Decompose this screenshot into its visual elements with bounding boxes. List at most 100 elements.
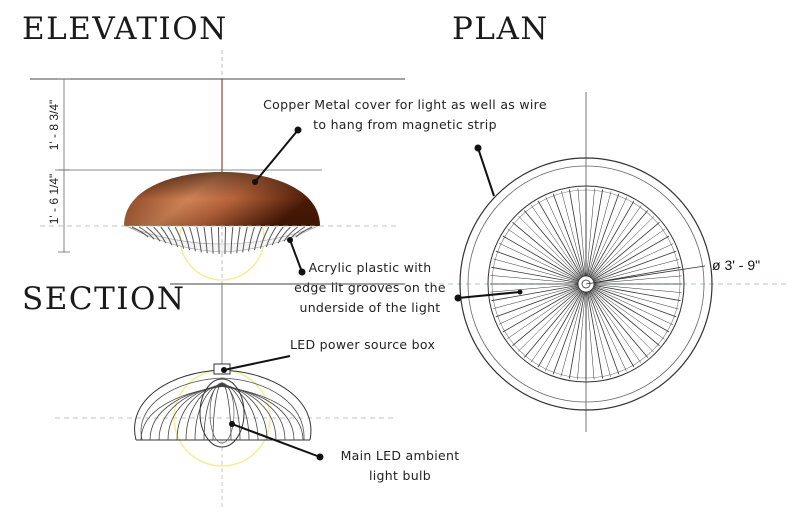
plan-spoke — [585, 283, 677, 318]
section-rib — [158, 385, 286, 441]
plan-spoke — [518, 215, 587, 285]
plan-spoke — [585, 188, 595, 285]
groove-line — [146, 226, 161, 242]
acrylic-callout-line-1: Acrylic plastic with — [308, 260, 432, 275]
groove-line — [236, 226, 241, 254]
plan-spoke — [585, 283, 611, 377]
plan-spoke — [561, 191, 587, 285]
plan-spoke — [585, 283, 642, 363]
led-bulb-leader-dot — [316, 453, 324, 461]
plan-spoke — [537, 200, 587, 285]
plan-acrylic-leader-dot — [454, 294, 462, 302]
plan-spoke — [585, 283, 635, 368]
section-rib — [140, 386, 304, 441]
acrylic-leader-end — [287, 237, 293, 243]
plan-spoke — [512, 221, 587, 285]
plan-spoke — [585, 189, 604, 285]
acrylic-callout-line-3: underside of the light — [299, 300, 441, 315]
led-bulb-leader — [231, 423, 321, 458]
plan-spoke — [568, 283, 587, 379]
plan-spoke — [585, 283, 660, 347]
groove-line — [242, 226, 248, 253]
groove-line — [189, 226, 196, 252]
plan-spoke — [502, 235, 587, 285]
section-rib — [167, 384, 277, 441]
acrylic-leader-dot — [298, 268, 306, 276]
groove-line — [210, 226, 214, 254]
plan-spoke — [552, 283, 587, 375]
plan-spoke — [585, 243, 674, 285]
plan-spoke — [552, 193, 587, 285]
led-bulb-leader-end — [229, 421, 235, 427]
plan-spoke — [585, 275, 682, 285]
elevation-view — [30, 50, 405, 300]
led-bulb-shape — [199, 378, 245, 448]
led-bulb-inner — [209, 382, 235, 444]
plan-view — [430, 92, 790, 432]
copper-dome-shade — [124, 172, 320, 226]
plan-copper-leader-dot — [474, 144, 482, 152]
plan-spoke — [585, 283, 682, 293]
groove-line — [248, 226, 255, 252]
plan-spoke — [490, 283, 587, 293]
plan-spokes — [490, 188, 682, 380]
plan-spoke — [568, 189, 587, 285]
plan-spoke — [491, 266, 587, 285]
copper-callout: Copper Metal cover for light as well as … — [250, 95, 560, 135]
copper-leader-end — [252, 179, 258, 185]
plan-spoke — [585, 283, 674, 326]
plan-spoke — [490, 275, 587, 285]
plan-spoke — [585, 191, 612, 285]
plan-spoke — [544, 283, 587, 372]
plan-spoke — [585, 205, 642, 285]
plan-acrylic-leader — [457, 291, 521, 299]
led-bulb-callout-line-1: Main LED ambient — [340, 448, 460, 463]
groove-line — [196, 226, 202, 253]
section-rib — [212, 382, 232, 441]
plan-spoke — [585, 221, 660, 285]
plan-spoke — [585, 283, 604, 379]
plan-spoke — [585, 250, 677, 285]
plan-title: PLAN — [452, 11, 549, 47]
plan-spoke — [523, 210, 587, 285]
section-rib — [194, 383, 250, 441]
plan-spoke — [585, 228, 665, 285]
plan-spoke — [585, 283, 679, 310]
led-bulb-callout: Main LED ambient light bulb — [330, 446, 470, 486]
plan-spoke — [585, 283, 665, 340]
plan-spoke — [585, 235, 670, 285]
plan-spoke — [585, 283, 681, 302]
groove-line — [224, 226, 227, 254]
section-rib — [149, 385, 295, 441]
groove-line — [265, 226, 277, 248]
elevation-title: ELEVATION — [22, 11, 228, 47]
groove-line — [174, 226, 185, 249]
plan-spoke — [498, 283, 587, 325]
groove-line — [131, 226, 149, 238]
plan-inner-circle — [487, 185, 685, 383]
section-rib — [185, 383, 259, 441]
groove-line — [153, 226, 167, 244]
plan-spoke — [530, 283, 587, 363]
plan-spoke — [585, 210, 649, 285]
section-rib — [176, 384, 268, 441]
plan-spoke — [585, 196, 628, 285]
plan-spoke — [585, 193, 620, 285]
groove-line — [181, 226, 191, 251]
groove-line — [271, 226, 284, 246]
plan-hub-inner — [581, 279, 591, 289]
groove-line — [253, 226, 263, 251]
diameter-indicator-line — [585, 265, 706, 285]
plan-acrylic-leader-end — [517, 289, 523, 295]
led-box-leader-end — [221, 367, 227, 373]
plan-spoke — [523, 283, 587, 358]
plan-spoke — [585, 259, 679, 285]
plan-spoke — [585, 283, 620, 375]
section-ribs — [140, 382, 304, 441]
plan-spoke — [545, 196, 587, 285]
groove-line — [283, 226, 298, 242]
diameter-label: ø 3' - 9" — [712, 257, 761, 273]
plan-spoke — [512, 283, 587, 347]
plan-spoke — [517, 283, 587, 352]
